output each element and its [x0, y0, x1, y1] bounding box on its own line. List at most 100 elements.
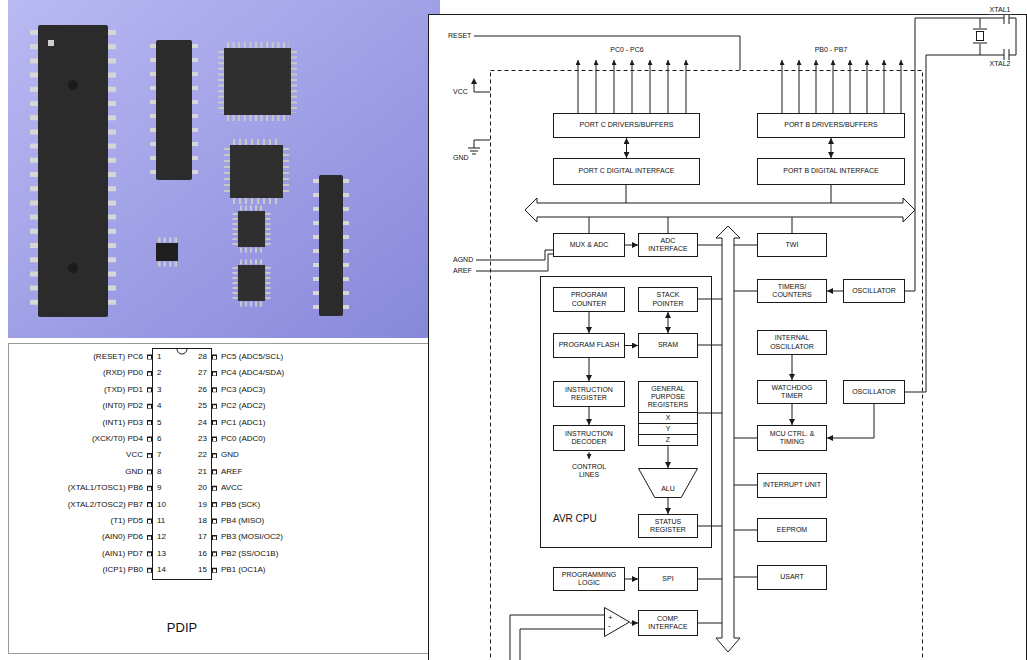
register-file: GENERAL PURPOSE REGISTERSXYZ: [638, 381, 698, 446]
port-pin: [782, 60, 783, 113]
port-pin: [850, 60, 851, 113]
block-box: OSCILLATOR: [843, 279, 905, 303]
comparator-inputs: [510, 615, 604, 660]
alu-shape: ALU: [638, 468, 698, 498]
port-pin: [884, 60, 885, 113]
pin-number: 2: [156, 369, 162, 378]
signal-connector: [668, 446, 669, 468]
input-sign: -: [608, 622, 611, 630]
pin-number: 3: [156, 385, 162, 394]
pin-number: 11: [156, 517, 166, 526]
port-pin: [901, 60, 902, 113]
block-box: SRAM: [638, 333, 698, 358]
chip-pins: [227, 42, 289, 48]
pin-number: 9: [156, 484, 162, 493]
pin-pads-inner: [213, 355, 216, 575]
pin-number: 24: [197, 418, 208, 427]
pin-number: 12: [156, 533, 167, 542]
pin-name: (RESET) PC6: [92, 353, 144, 362]
pin-number: 7: [156, 451, 162, 460]
pin-number: 18: [197, 517, 208, 526]
chip-pins: [233, 267, 238, 299]
chip-pins: [30, 30, 38, 314]
pin-name: AVCC: [220, 484, 244, 493]
port-pin: [799, 60, 800, 113]
pin-number: 15: [197, 566, 208, 575]
pin-name: PC2 (ADC2): [220, 402, 266, 411]
pin-number: 25: [197, 402, 208, 411]
block-label: PROGRAM FLASH: [559, 341, 620, 349]
vcc-arrow: [471, 78, 477, 84]
chip-pins: [108, 30, 116, 314]
chip-pins: [158, 238, 177, 243]
pin-number: 8: [156, 467, 162, 476]
pin-name: PB3 (MOSI/OC2): [220, 533, 284, 542]
signal-connector: [668, 498, 669, 514]
block-label: INSTRUCTION REGISTER: [557, 386, 621, 402]
chip-pins: [233, 198, 281, 204]
block-box: TWI: [757, 233, 827, 257]
pin-number: 19: [197, 500, 208, 509]
block-label: INTERRUPT UNIT: [763, 481, 821, 489]
port-pin: [650, 60, 651, 113]
block-label: SPI: [662, 575, 673, 583]
block-label: PORT C DIGITAL INTERFACE: [579, 167, 675, 175]
chip-pins: [291, 51, 297, 113]
block-box: PROGRAM FLASH: [553, 333, 625, 358]
block-label: ADC INTERFACE: [642, 237, 694, 253]
block-box: COMP. INTERFACE: [638, 610, 698, 636]
pin-name: (AIN1) PD7: [101, 549, 144, 558]
block-box: ADC INTERFACE: [638, 233, 698, 257]
signal-connector: [589, 407, 590, 425]
block-label: PORT B DRIVERS/BUFFERS: [784, 121, 877, 129]
signal-name: PC0 - PC6: [609, 46, 644, 54]
pin-name: (ICP1) PB0: [102, 566, 144, 575]
pin-name: (TXD) PD1: [103, 385, 144, 394]
pin-number: 16: [197, 549, 208, 558]
xtal-wire: [905, 55, 980, 392]
chip-pins: [192, 44, 198, 178]
block-label: MUX & ADC: [570, 241, 609, 249]
pin-pads: [147, 355, 152, 576]
pin-number: 6: [156, 435, 162, 444]
port-pin: [833, 60, 834, 113]
photo-background: [8, 0, 440, 338]
pin-name: PC0 (ADC0): [220, 435, 266, 444]
pin-pads-inner: [148, 355, 151, 575]
port-pin: [614, 60, 615, 113]
block-label: EEPROM: [777, 526, 807, 534]
chip-pins: [218, 51, 224, 113]
chip-pins: [343, 179, 349, 313]
chip-pins: [240, 260, 263, 265]
crystal-leads: [973, 18, 987, 55]
comparator-outline: [604, 607, 630, 637]
pin-name: (INT0) PD2: [102, 402, 144, 411]
chip-logo: [48, 40, 54, 46]
block-box: MCU CTRL. & TIMING: [757, 425, 827, 451]
block-box: INTERNAL OSCILLATOR: [757, 330, 827, 355]
block-label: STACK POINTER: [642, 291, 694, 307]
signal-connector: [625, 245, 638, 246]
pin-name: (AIN0) PD6: [101, 533, 144, 542]
alu-outline: [638, 468, 698, 498]
pin-number: 1: [156, 353, 162, 362]
block-box: OSCILLATOR: [843, 380, 905, 404]
small-chip: [238, 211, 265, 247]
signal-name: GND: [452, 154, 470, 162]
block-box: PORT B DIGITAL INTERFACE: [757, 158, 905, 185]
block-label: WATCHDOG TIMER: [761, 384, 823, 400]
pin-number: 5: [156, 418, 162, 427]
chip-pins: [227, 115, 289, 121]
bus-taps: [698, 245, 722, 623]
pinout-frame: [9, 344, 433, 654]
control-leader: [589, 452, 590, 459]
pin-name: (XTAL1/TOSC1) PB6: [67, 484, 144, 493]
pin-name: (RXD) PD0: [102, 369, 144, 378]
bus-taps: [734, 245, 757, 577]
pin-name: GND: [220, 451, 240, 460]
signal-connector: [630, 623, 638, 624]
port-pin: [816, 60, 817, 113]
